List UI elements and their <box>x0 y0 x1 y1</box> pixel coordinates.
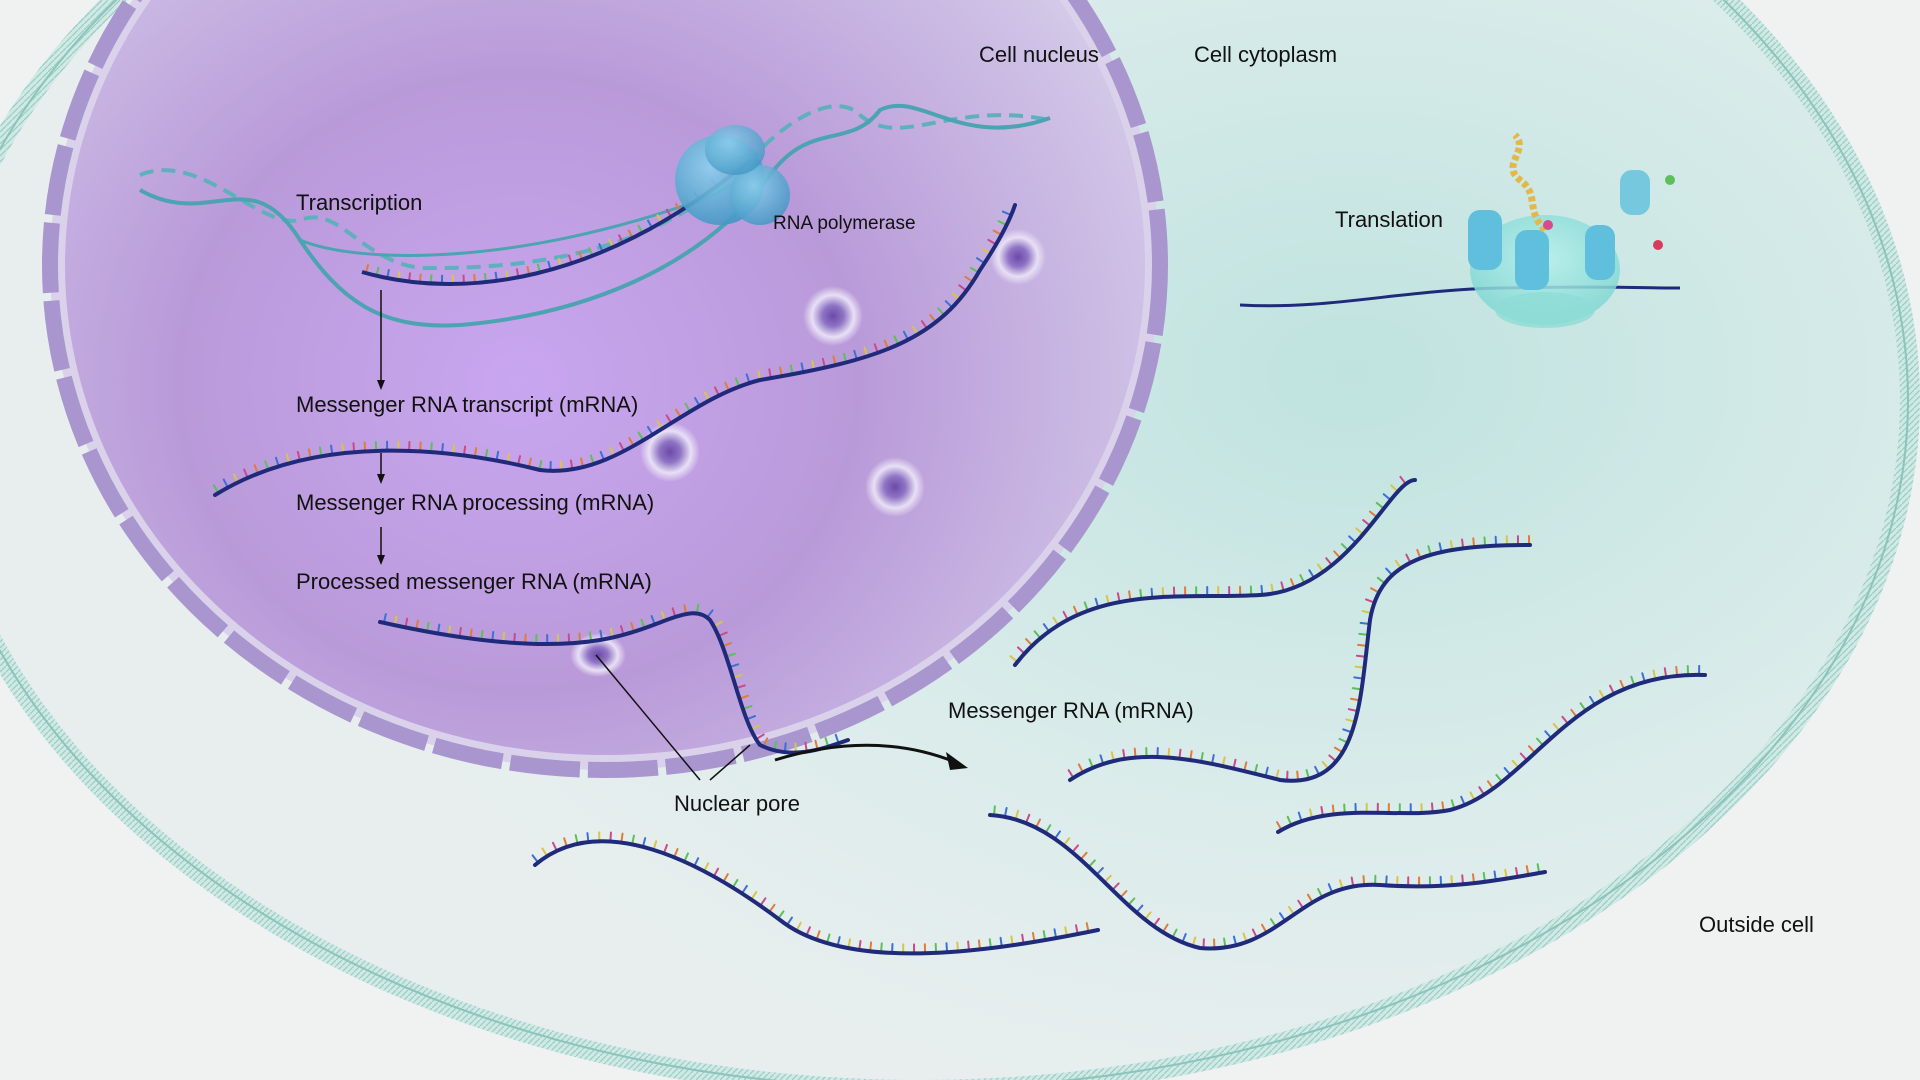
label-translation: Translation <box>1335 207 1443 232</box>
label-rna-polymerase: RNA polymerase <box>773 213 916 234</box>
mrna-strand <box>1068 543 1532 783</box>
label-messenger-rna: Messenger RNA (mRNA) <box>948 698 1194 723</box>
processed-mrna-strand <box>378 611 850 755</box>
nuclear-pore-icon <box>803 286 863 346</box>
mrna-strand <box>988 813 1547 951</box>
label-transcription: Transcription <box>296 190 422 215</box>
nuclear-pore-icon <box>640 422 700 482</box>
trna-icon <box>1468 170 1650 290</box>
export-arrow <box>774 743 968 770</box>
cell-nucleus <box>42 0 1168 778</box>
label-mrna-transcript: Messenger RNA transcript (mRNA) <box>296 392 638 417</box>
label-outside-cell: Outside cell <box>1699 912 1814 937</box>
mrna-strand <box>1013 478 1417 667</box>
rna-polymerase-icon <box>675 125 790 225</box>
nuclear-pore-icon <box>865 457 925 517</box>
label-cell-nucleus: Cell nucleus <box>979 42 1099 67</box>
label-nuclear-pore: Nuclear pore <box>674 791 800 816</box>
nuclear-pore-icon <box>990 229 1046 285</box>
label-arrowheads <box>377 380 385 565</box>
mrna-strand <box>1276 672 1707 834</box>
translation-complex <box>1239 132 1681 328</box>
polypeptide-chain <box>1509 132 1548 233</box>
label-mrna-processing: Messenger RNA processing (mRNA) <box>296 490 654 515</box>
label-processed-mrna: Processed messenger RNA (mRNA) <box>296 569 652 594</box>
mrna-strand <box>533 839 1100 956</box>
nuclear-pores <box>570 229 1046 677</box>
mrna-transcript-strand <box>213 203 1017 497</box>
label-cell-cytoplasm: Cell cytoplasm <box>1194 42 1337 67</box>
label-connectors <box>380 290 751 781</box>
